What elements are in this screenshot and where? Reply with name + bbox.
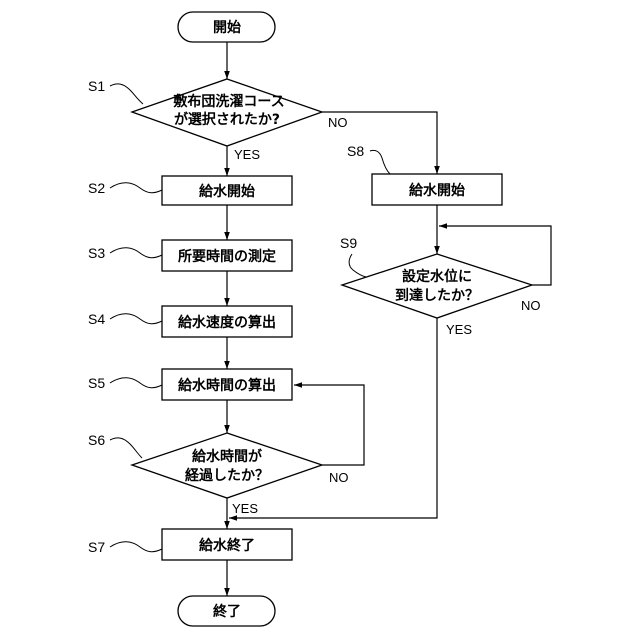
s9-label-line2: 到達したか？ bbox=[395, 287, 479, 304]
leader-s3 bbox=[110, 248, 162, 258]
step-label-s1: S1 bbox=[88, 78, 105, 94]
step-label-s7: S7 bbox=[88, 539, 105, 555]
node-s9: 設定水位に 到達したか？ bbox=[342, 254, 532, 318]
step-label-s2: S2 bbox=[88, 180, 105, 196]
node-s5: 給水時間の算出 bbox=[162, 369, 292, 400]
s5-label: 給水時間の算出 bbox=[178, 377, 276, 394]
decision-shape bbox=[132, 433, 322, 498]
node-s4: 給水速度の算出 bbox=[162, 306, 292, 337]
step-label-s4: S4 bbox=[88, 311, 105, 327]
node-s2: 給水開始 bbox=[162, 176, 292, 205]
step-label-s6: S6 bbox=[88, 432, 105, 448]
s3-label: 所要時間の測定 bbox=[178, 248, 276, 265]
node-s3: 所要時間の測定 bbox=[162, 240, 292, 271]
s9-label-line1: 設定水位に bbox=[402, 268, 472, 285]
s1-label-line1: 敷布団洗濯コース bbox=[173, 93, 284, 110]
s7-label: 給水終了 bbox=[199, 537, 255, 554]
step-label-s5: S5 bbox=[88, 375, 105, 391]
end-label: 終了 bbox=[213, 603, 241, 620]
leader-s5 bbox=[110, 378, 162, 388]
step-label-s9: S9 bbox=[340, 235, 357, 251]
leader-s7 bbox=[110, 542, 162, 552]
node-s7: 給水終了 bbox=[162, 529, 292, 560]
start-label: 開始 bbox=[213, 19, 241, 36]
s8-label: 給水開始 bbox=[409, 182, 465, 199]
s4-label: 給水速度の算出 bbox=[178, 314, 276, 331]
branch-s9-yes: YES bbox=[446, 322, 472, 337]
node-s1: 敷布団洗濯コース が選択されたか? bbox=[132, 79, 322, 146]
s6-label-line2: 経過したか？ bbox=[185, 467, 269, 484]
step-label-s8: S8 bbox=[347, 143, 364, 159]
leader-s6 bbox=[110, 438, 142, 458]
node-s6: 給水時間が 経過したか？ bbox=[132, 433, 322, 498]
leader-s4 bbox=[110, 314, 162, 324]
branch-s6-yes: YES bbox=[232, 501, 258, 516]
decision-shape bbox=[342, 254, 532, 318]
node-s8: 給水開始 bbox=[372, 174, 502, 205]
node-end: 終了 bbox=[178, 596, 275, 626]
node-start: 開始 bbox=[178, 12, 275, 42]
s6-label-line1: 給水時間が bbox=[192, 448, 263, 465]
branch-s1-no: NO bbox=[328, 115, 348, 130]
edge-s6-no-loop bbox=[294, 385, 364, 465]
edge-s9-yes-join bbox=[229, 318, 437, 518]
branch-s1-yes: YES bbox=[234, 147, 260, 162]
leader-s2 bbox=[110, 183, 162, 193]
step-label-s3: S3 bbox=[88, 245, 105, 261]
leader-s8 bbox=[370, 150, 390, 174]
s2-label: 給水開始 bbox=[199, 183, 255, 200]
branch-s9-no: NO bbox=[521, 298, 541, 313]
leader-s9 bbox=[349, 254, 366, 277]
leader-s1 bbox=[110, 84, 143, 104]
s1-label-line2: が選択されたか? bbox=[174, 111, 280, 128]
branch-s6-no: NO bbox=[329, 470, 349, 485]
